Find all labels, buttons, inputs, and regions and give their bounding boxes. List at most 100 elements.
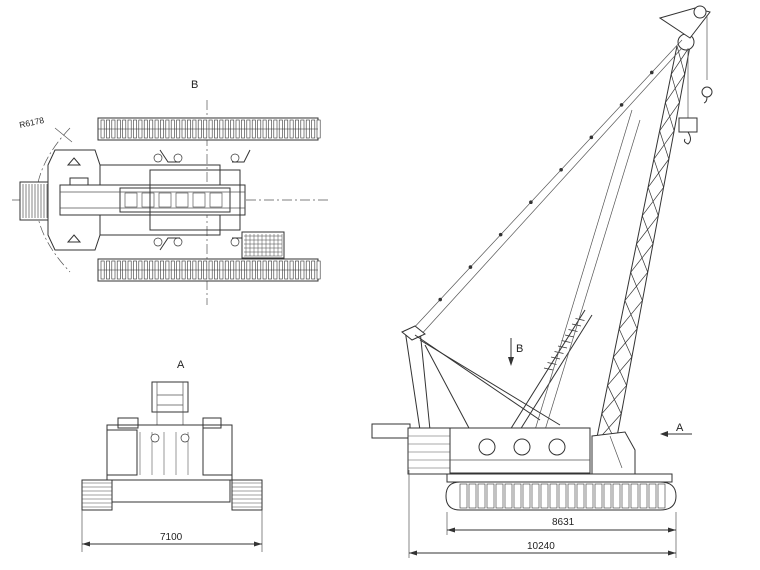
side-track-link <box>540 483 549 509</box>
side-track-link <box>603 483 612 509</box>
front-engine <box>202 424 233 476</box>
front-track-lines <box>82 482 262 508</box>
side-track-links <box>459 483 666 509</box>
mast-brace-2 <box>419 339 561 426</box>
winch-drum-2 <box>513 438 531 456</box>
arrow-a-head <box>660 431 668 437</box>
side-track-link <box>477 483 486 509</box>
top-gantry-upper <box>99 164 221 186</box>
side-track-link <box>639 483 648 509</box>
coil-turn <box>564 334 575 338</box>
pendant-link <box>559 167 563 172</box>
rear-drum-lines <box>22 184 48 218</box>
track-length-dimension: 8631 <box>552 517 575 528</box>
body-pin <box>173 237 183 247</box>
side-track-link <box>630 483 639 509</box>
counterweight-lines <box>408 435 450 469</box>
jib-tip-sheave <box>693 5 707 19</box>
pendant-link <box>498 232 503 237</box>
side-track-link <box>468 483 477 509</box>
body-pin <box>230 237 240 247</box>
overall-dim-arrow-left <box>409 550 417 556</box>
top-cab <box>241 231 285 259</box>
overall-length-dimension: 10240 <box>527 541 555 552</box>
body-panel <box>124 192 138 208</box>
pendant-line-2 <box>417 47 683 339</box>
aux-hook <box>703 96 708 104</box>
front-width-dimension: 7100 <box>160 532 183 543</box>
lattice-diagonal <box>618 328 633 358</box>
pendant-link <box>589 135 594 140</box>
arrow-a-label: A <box>676 422 684 434</box>
body-panel <box>192 192 206 208</box>
mast-top <box>401 325 426 341</box>
lattice-diagonal <box>636 243 649 273</box>
side-track-link <box>594 483 603 509</box>
backstop-2 <box>519 314 593 431</box>
backstop-1 <box>509 309 586 431</box>
side-track-link <box>657 483 666 509</box>
lattice-diagonal <box>676 45 686 75</box>
front-pin <box>150 433 160 443</box>
coil-turn <box>554 351 564 354</box>
body-pin <box>153 237 163 247</box>
side-carbody <box>446 473 673 483</box>
top-view-letter: B <box>191 79 198 91</box>
front-dim-arrow-left <box>82 541 90 547</box>
pendant-link <box>438 297 443 302</box>
side-track-link <box>558 483 567 509</box>
side-track-link <box>459 483 468 509</box>
mast-rear <box>419 329 431 431</box>
lattice-diagonal <box>624 300 638 329</box>
top-carbody <box>149 169 241 231</box>
lattice-diagonal <box>607 385 622 414</box>
side-view: B A 8631 10240 <box>371 5 713 558</box>
pendant-link <box>619 103 624 107</box>
track-dim-arrow-left <box>447 527 455 533</box>
front-carbody <box>109 479 231 503</box>
top-counterweight-mark-lower <box>66 234 82 243</box>
coil-turn <box>557 345 568 349</box>
winch-drum-1 <box>478 438 496 456</box>
side-track-link <box>576 483 585 509</box>
main-boom-lattice <box>595 45 691 443</box>
side-track-link <box>495 483 504 509</box>
top-body-detail <box>124 153 240 247</box>
front-engine-top <box>202 417 222 429</box>
top-cab-grid <box>244 234 283 257</box>
body-pin <box>153 153 163 163</box>
front-dim-arrow-right <box>254 541 262 547</box>
overall-dim-arrow-right <box>668 550 676 556</box>
front-view-letter: A <box>177 359 185 371</box>
side-cab-window <box>609 435 623 469</box>
coil-turn <box>561 340 571 343</box>
pendant-dots <box>438 70 654 302</box>
front-cab <box>106 429 138 476</box>
body-panel <box>175 192 189 208</box>
lower-track-treads <box>98 260 321 280</box>
lattice-diagonal <box>613 356 627 386</box>
top-gantry-lower <box>99 214 221 236</box>
top-counterweight-mark-upper <box>66 157 82 166</box>
winch-drum-3 <box>548 438 566 456</box>
front-cab-top <box>117 417 139 429</box>
top-rear-drum <box>19 181 49 221</box>
front-body <box>106 424 233 481</box>
side-track-link <box>486 483 495 509</box>
side-track-link <box>648 483 657 509</box>
body-panel <box>209 192 223 208</box>
body-pin <box>230 153 240 163</box>
coil-turn <box>568 329 578 332</box>
body-pin <box>173 153 183 163</box>
outrigger-upper-right <box>232 149 251 163</box>
coil-turn <box>571 323 582 327</box>
track-dim-arrow-right <box>668 527 676 533</box>
pendant-link <box>649 70 654 75</box>
lattice-diagonal <box>665 102 675 131</box>
body-panel <box>158 192 172 208</box>
coil-turn <box>543 367 554 371</box>
lattice-diagonal <box>641 215 654 245</box>
lattice-diagonal <box>647 187 659 216</box>
side-track-link <box>504 483 513 509</box>
